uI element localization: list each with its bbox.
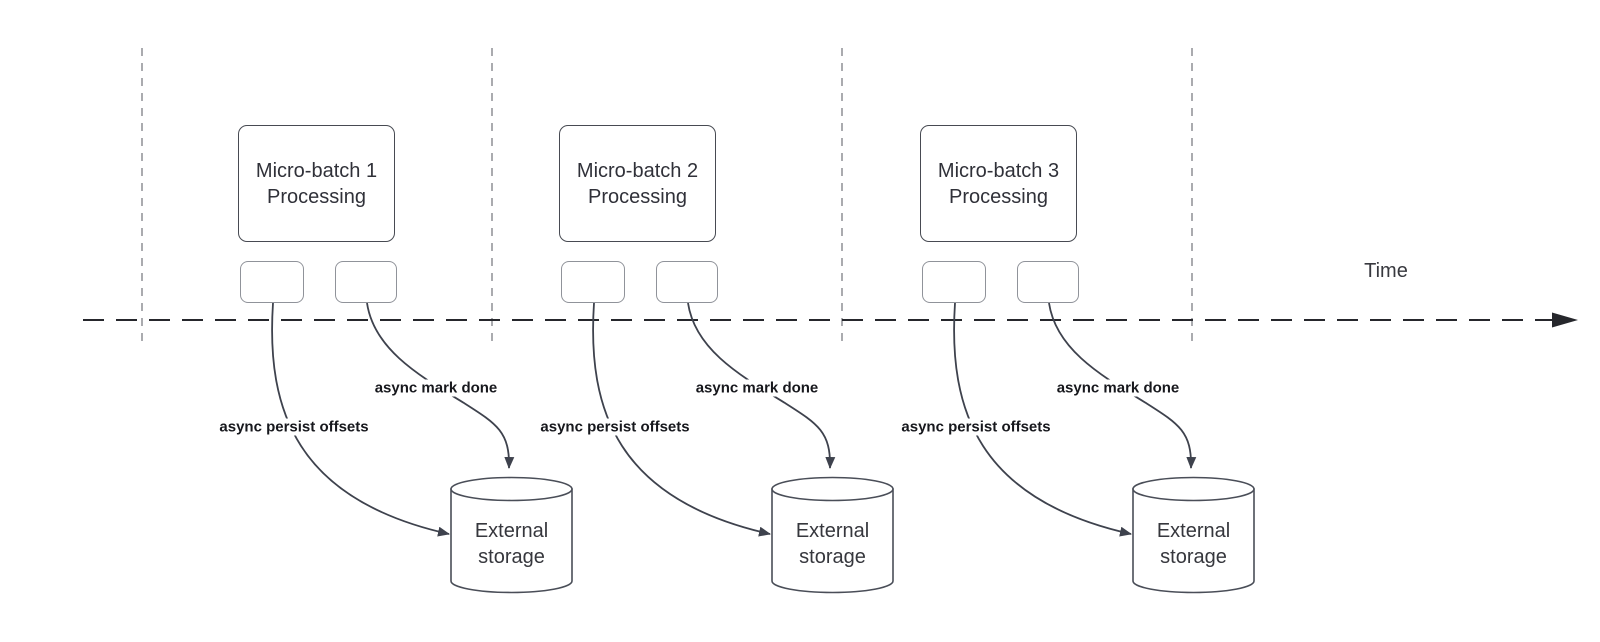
external-storage-label-line2: storage bbox=[1160, 546, 1227, 568]
micro-batch-2-processing-box: Micro-batch 2 Processing bbox=[559, 125, 716, 242]
mark-done-arrow-label: async mark done bbox=[371, 379, 501, 397]
external-storage-label: External storage bbox=[772, 518, 893, 570]
processing-box-title-line2: Processing bbox=[949, 185, 1048, 208]
time-axis-arrowhead-icon bbox=[1552, 312, 1578, 328]
group-3-strokes bbox=[953, 302, 1255, 594]
persist-offsets-arrow bbox=[271, 302, 450, 537]
external-storage-label-line1: External bbox=[795, 520, 870, 542]
mark-done-task-box bbox=[335, 261, 397, 303]
persist-offsets-task-box bbox=[922, 261, 986, 303]
persist-offsets-arrow-label: async persist offsets bbox=[537, 418, 693, 436]
persist-offsets-task-box bbox=[240, 261, 304, 303]
micro-batch-group-1: Micro-batch 1 Processing async persist o… bbox=[216, 0, 578, 642]
external-storage-label-line1: External bbox=[1156, 520, 1231, 542]
time-axis-label: Time bbox=[1364, 260, 1408, 282]
processing-box-title-line1: Micro-batch 2 bbox=[576, 159, 699, 182]
group-2-strokes bbox=[592, 302, 894, 594]
mark-done-arrow bbox=[687, 302, 836, 469]
processing-box-title-line2: Processing bbox=[588, 185, 687, 208]
storage-cylinder-top bbox=[450, 476, 573, 502]
group-1-strokes bbox=[271, 302, 573, 594]
storage-cylinder-body bbox=[1132, 488, 1255, 594]
mark-done-task-box bbox=[1017, 261, 1079, 303]
mark-done-arrow bbox=[366, 302, 515, 469]
persist-offsets-task-box bbox=[561, 261, 625, 303]
mark-done-arrow-label: async mark done bbox=[1053, 379, 1183, 397]
mark-done-arrow-label: async mark done bbox=[692, 379, 822, 397]
storage-cylinder-top bbox=[771, 476, 894, 502]
micro-batch-1-processing-box: Micro-batch 1 Processing bbox=[238, 125, 395, 242]
storage-cylinder-body bbox=[771, 488, 894, 594]
persist-offsets-arrow-label: async persist offsets bbox=[216, 418, 372, 436]
micro-batch-group-3: Micro-batch 3 Processing async persist o… bbox=[898, 0, 1260, 642]
external-storage-label: External storage bbox=[451, 518, 572, 570]
persist-offsets-arrow bbox=[953, 302, 1132, 537]
persist-offsets-arrow bbox=[592, 302, 771, 537]
storage-cylinder-body bbox=[450, 488, 573, 594]
storage-cylinder-top bbox=[1132, 476, 1255, 502]
processing-box-title-line1: Micro-batch 1 bbox=[255, 159, 378, 182]
micro-batch-3-processing-box: Micro-batch 3 Processing bbox=[920, 125, 1077, 242]
external-storage-label-line2: storage bbox=[478, 546, 545, 568]
micro-batch-group-2: Micro-batch 2 Processing async persist o… bbox=[537, 0, 899, 642]
external-storage-label-line1: External bbox=[474, 520, 549, 542]
mark-done-task-box bbox=[656, 261, 718, 303]
mark-done-arrow bbox=[1048, 302, 1197, 469]
external-storage-label-line2: storage bbox=[799, 546, 866, 568]
processing-box-title-line2: Processing bbox=[267, 185, 366, 208]
persist-offsets-arrow-label: async persist offsets bbox=[898, 418, 1054, 436]
external-storage-label: External storage bbox=[1133, 518, 1254, 570]
processing-box-title-line1: Micro-batch 3 bbox=[937, 159, 1060, 182]
